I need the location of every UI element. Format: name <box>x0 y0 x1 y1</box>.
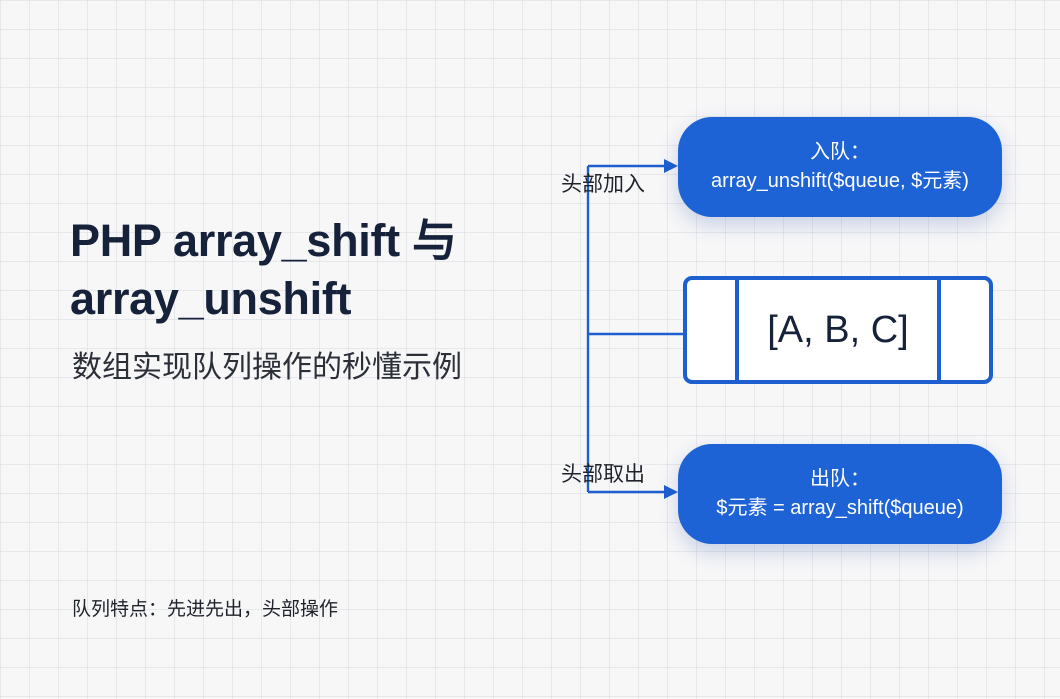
queue-footnote: 队列特点：先进先出，头部操作 <box>72 599 339 620</box>
enqueue-arrowhead <box>664 159 678 173</box>
dequeue-box: 出队： $元素 = array_shift($queue) <box>678 444 1002 544</box>
enqueue-connector-line <box>586 164 684 494</box>
enqueue-box: 入队： array_unshift($queue, $元素) <box>678 117 1002 217</box>
enqueue-connector-label: 头部加入 <box>561 173 645 196</box>
queue-array-content: [A, B, C] <box>767 308 909 351</box>
enqueue-title: 入队： <box>810 141 870 163</box>
queue-right-divider <box>937 280 941 380</box>
queue-left-divider <box>735 280 739 380</box>
dequeue-title: 出队： <box>810 468 870 490</box>
page-subtitle: 数组实现队列操作的秒懂示例 <box>72 351 462 384</box>
queue-array-box: [A, B, C] <box>683 276 993 384</box>
dequeue-code: $元素 = array_shift($queue) <box>716 497 964 519</box>
page-title: PHP array_shift 与 array_unshift <box>70 215 457 324</box>
enqueue-code: array_unshift($queue, $元素) <box>711 170 969 192</box>
dequeue-connector-label: 头部取出 <box>561 463 645 486</box>
dequeue-arrowhead <box>664 485 678 499</box>
